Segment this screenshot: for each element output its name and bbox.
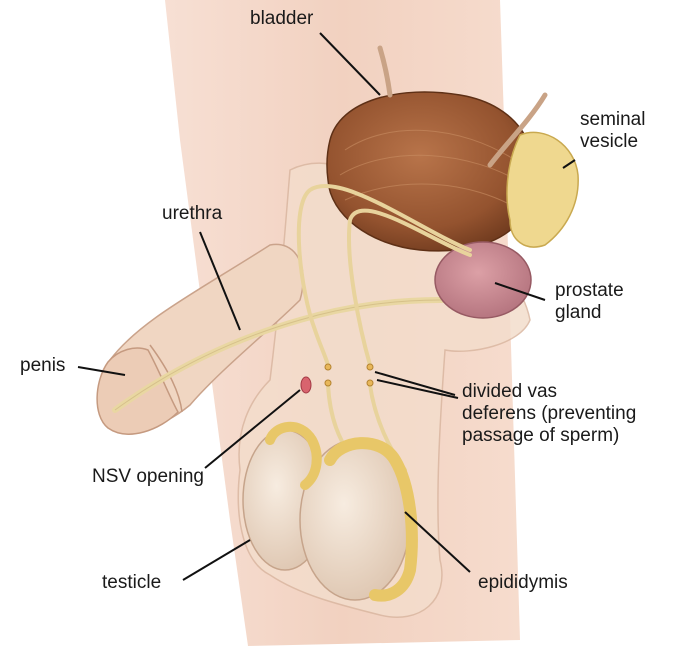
label-prostate-gland: prostate gland [555,280,624,324]
label-vas-line2: deferens (preventing [462,403,636,425]
prostate-organ [435,242,531,318]
label-divided-vas-deferens: divided vas deferens (preventing passage… [462,381,636,447]
label-nsv-opening: NSV opening [92,466,204,488]
label-testicle: testicle [102,572,161,594]
label-prostate-gland-line2: gland [555,302,624,324]
label-prostate-gland-line1: prostate [555,280,624,302]
label-seminal-vesicle-line1: seminal [580,109,645,131]
label-seminal-vesicle: seminal vesicle [580,109,645,153]
label-vas-line1: divided vas [462,381,636,403]
seminal-vesicle-organ [507,132,578,247]
label-penis: penis [20,355,65,377]
label-urethra: urethra [162,203,222,225]
nsv-opening-mark [301,377,311,393]
label-epididymis: epididymis [478,572,568,594]
label-vas-line3: passage of sperm) [462,425,636,447]
label-bladder: bladder [250,8,313,30]
label-seminal-vesicle-line2: vesicle [580,131,645,153]
bladder-organ [327,92,534,251]
